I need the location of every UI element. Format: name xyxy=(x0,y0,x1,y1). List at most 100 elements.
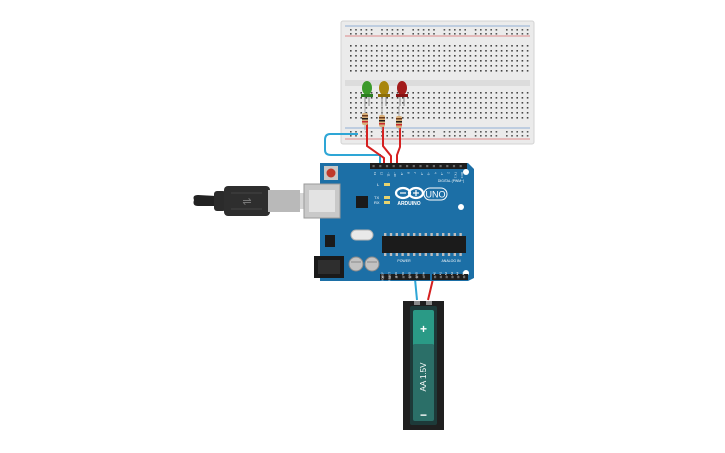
breadboard-hole[interactable] xyxy=(454,29,456,31)
breadboard-hole[interactable] xyxy=(381,60,383,62)
breadboard-hole[interactable] xyxy=(448,107,451,109)
breadboard-hole[interactable] xyxy=(417,55,420,57)
header-pin[interactable] xyxy=(445,276,448,279)
breadboard-hole[interactable] xyxy=(407,92,409,94)
breadboard-hole[interactable] xyxy=(365,102,368,104)
breadboard-hole[interactable] xyxy=(485,135,487,137)
breadboard-hole[interactable] xyxy=(396,55,399,57)
breadboard-hole[interactable] xyxy=(370,65,373,67)
led-red[interactable] xyxy=(396,81,408,106)
breadboard-hole[interactable] xyxy=(485,97,487,99)
led-yellow[interactable] xyxy=(378,81,390,106)
breadboard-hole[interactable] xyxy=(386,65,388,67)
breadboard-hole[interactable] xyxy=(495,50,498,52)
breadboard-hole[interactable] xyxy=(454,45,456,47)
breadboard-hole[interactable] xyxy=(422,135,425,137)
breadboard-hole[interactable] xyxy=(391,45,394,47)
breadboard-hole[interactable] xyxy=(412,131,414,133)
breadboard-hole[interactable] xyxy=(448,55,451,57)
breadboard-hole[interactable] xyxy=(428,135,430,137)
breadboard-hole[interactable] xyxy=(474,33,477,35)
breadboard-hole[interactable] xyxy=(396,50,399,52)
breadboard-hole[interactable] xyxy=(490,55,492,57)
breadboard-hole[interactable] xyxy=(459,60,461,62)
breadboard-hole[interactable] xyxy=(526,45,529,47)
breadboard-hole[interactable] xyxy=(402,60,404,62)
breadboard-hole[interactable] xyxy=(474,70,477,72)
breadboard-hole[interactable] xyxy=(490,29,492,31)
breadboard-hole[interactable] xyxy=(376,107,378,109)
breadboard-hole[interactable] xyxy=(412,92,414,94)
wire-yellow-led[interactable] xyxy=(382,118,392,166)
breadboard-hole[interactable] xyxy=(360,50,362,52)
breadboard-hole[interactable] xyxy=(438,70,440,72)
breadboard-hole[interactable] xyxy=(402,50,404,52)
breadboard-hole[interactable] xyxy=(516,97,518,99)
breadboard-hole[interactable] xyxy=(506,50,508,52)
breadboard-hole[interactable] xyxy=(443,45,446,47)
breadboard-hole[interactable] xyxy=(454,131,456,133)
breadboard-hole[interactable] xyxy=(433,65,435,67)
breadboard-hole[interactable] xyxy=(391,65,394,67)
breadboard-hole[interactable] xyxy=(422,60,425,62)
breadboard-hole[interactable] xyxy=(433,131,435,133)
breadboard-hole[interactable] xyxy=(350,92,352,94)
breadboard-hole[interactable] xyxy=(474,29,477,31)
breadboard-hole[interactable] xyxy=(443,102,446,104)
breadboard-hole[interactable] xyxy=(433,50,435,52)
breadboard-hole[interactable] xyxy=(474,117,477,119)
breadboard-hole[interactable] xyxy=(350,97,352,99)
breadboard-hole[interactable] xyxy=(526,112,529,114)
breadboard-hole[interactable] xyxy=(521,65,524,67)
breadboard-hole[interactable] xyxy=(469,112,472,114)
breadboard-hole[interactable] xyxy=(407,55,409,57)
breadboard-hole[interactable] xyxy=(490,97,492,99)
breadboard-hole[interactable] xyxy=(459,45,461,47)
breadboard-hole[interactable] xyxy=(417,45,420,47)
breadboard-hole[interactable] xyxy=(474,112,477,114)
breadboard-hole[interactable] xyxy=(422,55,425,57)
breadboard-hole[interactable] xyxy=(506,112,508,114)
breadboard-hole[interactable] xyxy=(422,117,425,119)
breadboard-hole[interactable] xyxy=(402,107,404,109)
breadboard-hole[interactable] xyxy=(443,60,446,62)
wire-battery-positive[interactable] xyxy=(427,278,434,301)
breadboard-hole[interactable] xyxy=(360,112,362,114)
breadboard-hole[interactable] xyxy=(422,92,425,94)
header-pin[interactable] xyxy=(395,276,398,279)
breadboard-hole[interactable] xyxy=(422,33,425,35)
breadboard-hole[interactable] xyxy=(459,97,461,99)
breadboard-hole[interactable] xyxy=(360,135,362,137)
breadboard-hole[interactable] xyxy=(448,60,451,62)
breadboard-hole[interactable] xyxy=(500,60,503,62)
breadboard-hole[interactable] xyxy=(376,45,378,47)
breadboard-hole[interactable] xyxy=(490,135,492,137)
breadboard-hole[interactable] xyxy=(511,135,513,137)
breadboard-hole[interactable] xyxy=(448,33,451,35)
wire-green-led[interactable] xyxy=(366,115,385,166)
breadboard-hole[interactable] xyxy=(370,107,373,109)
header-pin[interactable] xyxy=(388,276,391,279)
breadboard-hole[interactable] xyxy=(490,33,492,35)
breadboard-hole[interactable] xyxy=(443,135,446,137)
breadboard-hole[interactable] xyxy=(480,117,482,119)
breadboard-hole[interactable] xyxy=(438,60,440,62)
breadboard-hole[interactable] xyxy=(376,50,378,52)
breadboard-hole[interactable] xyxy=(448,131,451,133)
breadboard-hole[interactable] xyxy=(417,70,420,72)
breadboard-hole[interactable] xyxy=(355,29,357,31)
breadboard-hole[interactable] xyxy=(381,55,383,57)
breadboard-hole[interactable] xyxy=(355,135,357,137)
breadboard-hole[interactable] xyxy=(474,50,477,52)
breadboard-hole[interactable] xyxy=(459,131,461,133)
breadboard-hole[interactable] xyxy=(433,135,435,137)
breadboard-hole[interactable] xyxy=(402,117,404,119)
breadboard-hole[interactable] xyxy=(469,50,472,52)
breadboard-hole[interactable] xyxy=(521,102,524,104)
breadboard-hole[interactable] xyxy=(355,117,357,119)
breadboard-hole[interactable] xyxy=(381,33,383,35)
breadboard-hole[interactable] xyxy=(506,60,508,62)
breadboard-hole[interactable] xyxy=(459,65,461,67)
breadboard-hole[interactable] xyxy=(464,131,466,133)
breadboard-hole[interactable] xyxy=(454,60,456,62)
